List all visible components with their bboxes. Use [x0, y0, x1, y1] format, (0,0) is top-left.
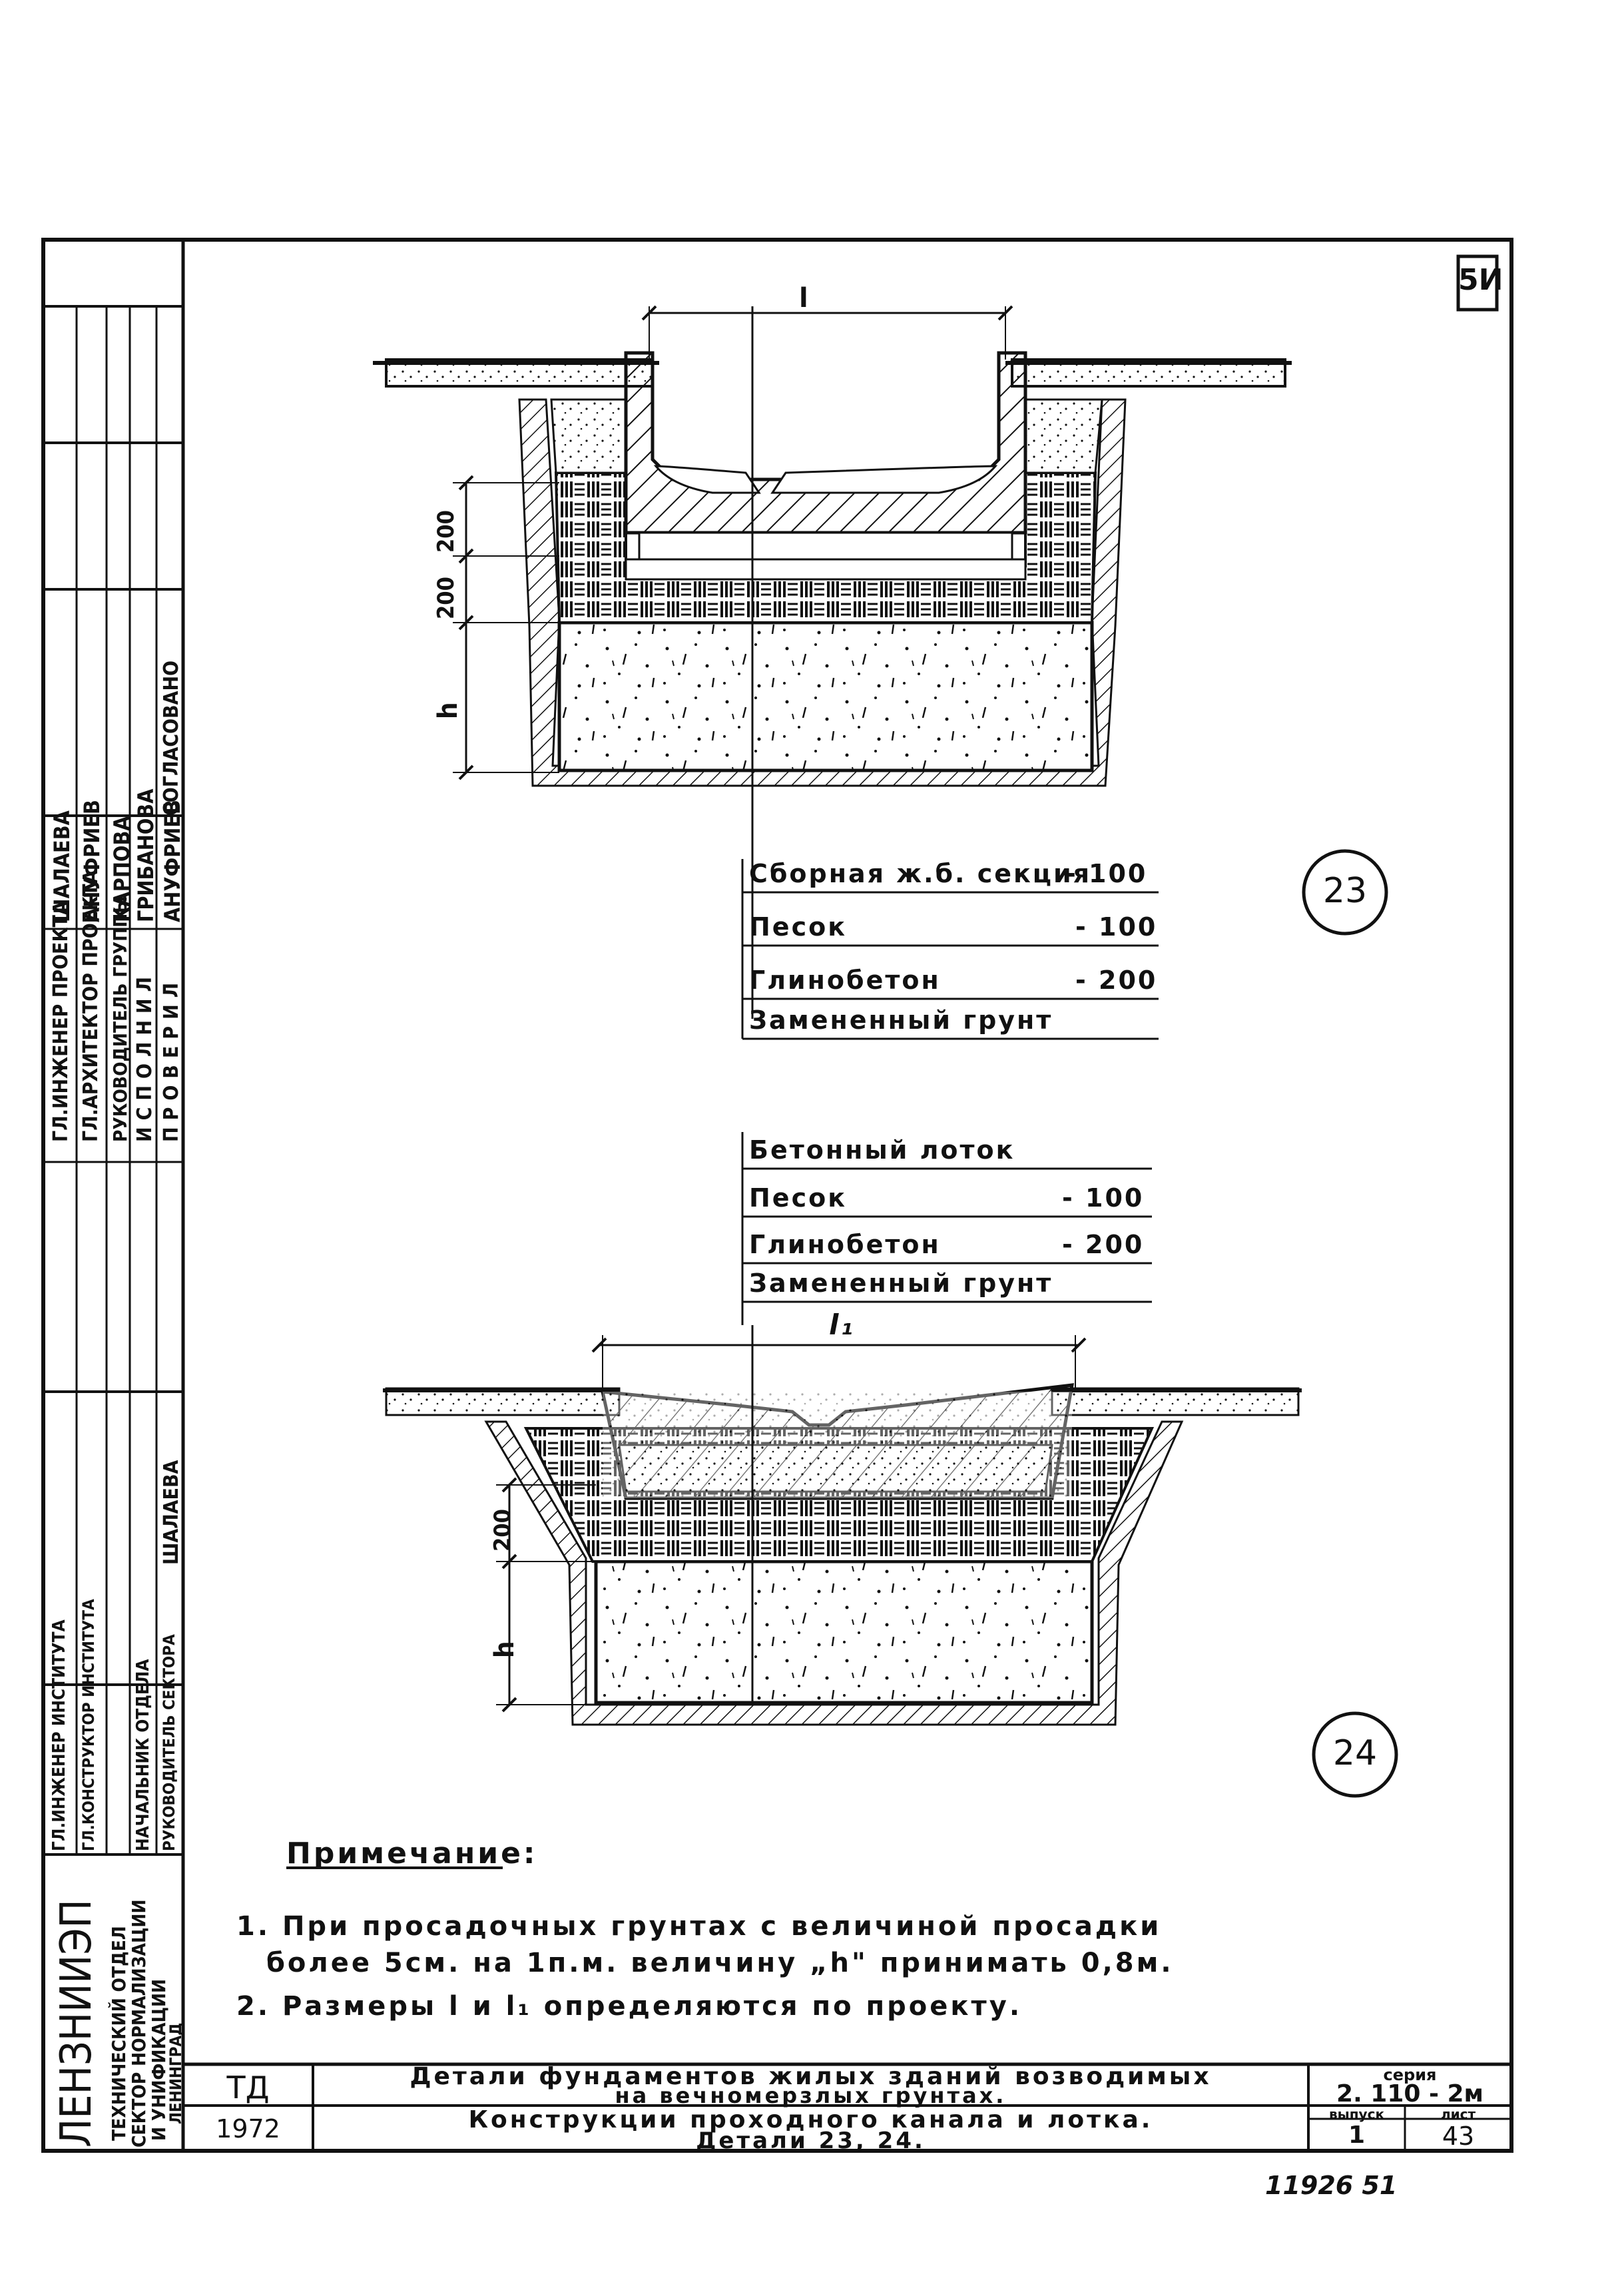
- d23-dim-h: h: [433, 702, 463, 719]
- d24-layer-2-name: Песок: [749, 1183, 847, 1213]
- notes-title: Примечание:: [286, 1837, 538, 1870]
- d24-dim-top: l₁: [829, 1308, 855, 1341]
- detail-24-section: [383, 1325, 1302, 1726]
- sheet-mark: 5И: [1458, 263, 1503, 297]
- note-1-line-1: 1. При просадочных грунтах с величиной п…: [236, 1911, 1162, 1942]
- series-value: 2. 110 - 2м: [1336, 2080, 1484, 2108]
- name-row-1: ШАЛАЕВА: [49, 810, 75, 922]
- title-line-1: Детали фундаментов жилых зданий возводим…: [409, 2063, 1212, 2090]
- d23-layer-1-name: Сборная ж.б. секция: [749, 859, 1091, 888]
- detail-24-marker-circle: [1312, 1711, 1398, 1798]
- org-sub-2: СЕКТОР НОРМАЛИЗАЦИИ: [128, 1899, 150, 2147]
- d24-dim-200: 200: [489, 1509, 516, 1552]
- detail-23-section: [373, 305, 1292, 1019]
- title-line-2: на вечномерзлых грунтах.: [615, 2083, 1007, 2108]
- d24-layer-1-name: Бетонный лоток: [749, 1135, 1015, 1165]
- name-row-5: АНУФРИЕВ: [160, 800, 185, 922]
- note-2: 2. Размеры l и l₁ определяются по проект…: [236, 1991, 1023, 2022]
- d23-dim-200b: 200: [433, 577, 459, 619]
- sheet-value: 43: [1442, 2122, 1475, 2151]
- subtitle-line-2: Детали 23, 24.: [696, 2128, 926, 2154]
- d23-layer-2-name: Песок: [749, 912, 847, 942]
- name-row-2: АНУФРИЕВ: [79, 800, 105, 922]
- inst-role-chief-engineer: ГЛ.ИНЖЕНЕР ИНСТИТУТА: [49, 1619, 69, 1851]
- note-1-line-2: более 5см. на 1п.м. величину „h" принима…: [266, 1948, 1174, 1978]
- role-checked: ПРОВЕРИЛ: [160, 976, 183, 1142]
- issue-label: выпуск: [1328, 2106, 1385, 2122]
- role-chief-engineer: ГЛ.ИНЖЕНЕР ПРОЕКТА: [49, 901, 73, 1142]
- org-sub-4: ЛЕНИНГРАД: [166, 2022, 185, 2124]
- inst-role-head-of-dept: НАЧАЛЬНИК ОТДЕЛА: [133, 1659, 153, 1851]
- name-row-4: ГРИБАНОВА: [133, 788, 158, 922]
- role-group-leader: РУКОВОДИТЕЛЬ ГРУППЫ: [109, 896, 131, 1142]
- d24-layer-3-value: - 200: [1062, 1230, 1145, 1259]
- sheet-label: лист: [1440, 2106, 1476, 2122]
- d24-layer-2-value: - 100: [1062, 1183, 1145, 1213]
- detail-23-marker-circle: [1302, 849, 1388, 936]
- d23-layer-3-value: - 200: [1075, 966, 1158, 995]
- role-executed: ИСПОЛНИЛ: [133, 970, 156, 1142]
- detail-23-leaders: [741, 859, 1159, 1040]
- d23-layer-4-name: Замененный грунт: [749, 1005, 1053, 1035]
- inst-role-chief-designer: ГЛ.КОНСТРУКТОР ИНСТИТУТА: [79, 1599, 98, 1851]
- subtitle-line-1: Конструкции проходного канала и лотка.: [468, 2106, 1153, 2134]
- inst-name: ШАЛАЕВА: [160, 1460, 183, 1565]
- title-td: ТД: [226, 2070, 270, 2106]
- d24-dim-h: h: [489, 1641, 520, 1658]
- d23-dim-200a: 200: [433, 510, 459, 553]
- detail-24-leaders: [741, 1132, 1152, 1325]
- d23-layer-2-value: - 100: [1075, 912, 1158, 942]
- d24-layer-3-name: Глинобетон: [749, 1230, 941, 1259]
- detail-23-number: 23: [1322, 871, 1368, 911]
- name-row-3: КАРПОВА: [109, 816, 135, 922]
- inst-role-sector-head: РУКОВОДИТЕЛЬ СЕКТОРА: [160, 1634, 178, 1851]
- org-sub-1: ТЕХНИЧЕСКИЙ ОТДЕЛ: [108, 1926, 130, 2141]
- title-year: 1972: [216, 2114, 280, 2143]
- detail-24-number: 24: [1332, 1733, 1378, 1773]
- d24-layer-4-name: Замененный грунт: [749, 1269, 1053, 1298]
- agreed-label: СОГЛАСОВАНО: [160, 661, 183, 816]
- d23-layer-1-value: - 100: [1065, 859, 1148, 888]
- footer-number: 11926 51: [1265, 2171, 1398, 2200]
- org-name: ЛЕНЗНИИЭП: [52, 1899, 101, 2147]
- d23-layer-3-name: Глинобетон: [749, 966, 941, 995]
- sheet-frame: [41, 238, 1513, 2153]
- issue-value: 1: [1348, 2122, 1366, 2149]
- d23-dim-top: l: [799, 283, 810, 314]
- series-label: серия: [1383, 2066, 1437, 2084]
